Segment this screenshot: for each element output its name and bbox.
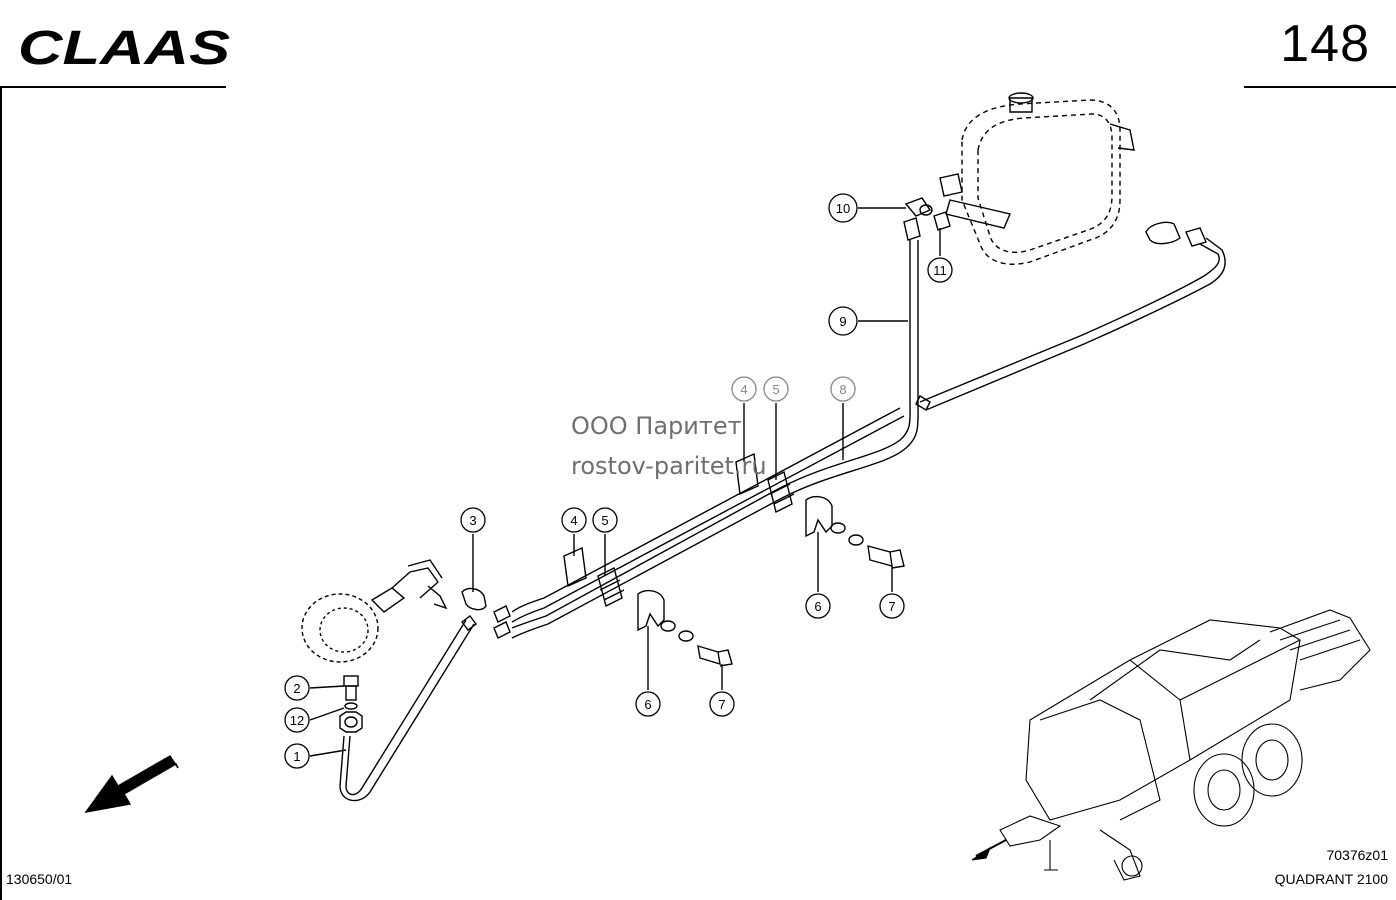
callout-label: 9: [839, 314, 846, 329]
callout-label: 7: [718, 697, 725, 712]
callout-label: 4: [740, 382, 747, 397]
left-border: [0, 86, 2, 900]
callout-circle-5-lower: [592, 507, 618, 533]
fitting-11: [933, 211, 951, 231]
callout-circle-3: [460, 507, 486, 533]
figure-code: 70376z01: [1326, 847, 1388, 863]
callout-circle-4-lower: [561, 507, 587, 533]
header-rule-left: [0, 86, 226, 88]
callout-circle-8: [830, 376, 856, 402]
callout-circle-7-upper: [879, 593, 905, 619]
oil-reservoir: [939, 92, 1135, 265]
fitting-elbow-3: [461, 587, 511, 639]
callout-label: 2: [293, 681, 300, 696]
header-rule-right: [1244, 86, 1396, 88]
fitting-right-end: [1145, 221, 1207, 247]
fitting-10: [903, 197, 933, 241]
baler-overview-sketch: [971, 609, 1371, 881]
callout-circle-2: [284, 675, 310, 701]
nut-1: [339, 711, 363, 733]
document-code: 130650/01: [6, 871, 73, 887]
callout-circle-11: [927, 257, 953, 283]
page-number: 148: [1280, 15, 1370, 73]
callout-circle-4-upper: [731, 376, 757, 402]
watermark-company: ООО Паритет: [571, 412, 742, 440]
callout-circle-10: [828, 193, 858, 223]
callout-circle-12: [284, 707, 310, 733]
callout-label: 1: [293, 749, 300, 764]
claas-logo-text: CLAAS: [18, 22, 230, 72]
callout-circle-6-upper: [805, 593, 831, 619]
pressure-gauge: [301, 559, 448, 663]
callout-label: 5: [772, 382, 779, 397]
direction-arrow-icon: [84, 755, 179, 813]
seal-ring-12: [344, 702, 358, 710]
callout-label: 8: [839, 382, 846, 397]
callout-label: 3: [469, 513, 476, 528]
callout-label: 4: [570, 513, 577, 528]
pipe-1: [339, 615, 477, 802]
callout-label: 7: [888, 599, 895, 614]
callout-circle-9: [828, 306, 858, 336]
callout-circles: [284, 193, 953, 769]
callout-circle-7-lower: [709, 691, 735, 717]
leader-lines: [309, 207, 941, 757]
callout-label: 10: [836, 201, 850, 216]
callout-label: 6: [814, 599, 821, 614]
watermark-url: rostov-paritet.ru: [571, 452, 767, 480]
callout-label: 12: [290, 713, 304, 728]
callout-label: 6: [644, 697, 651, 712]
claas-logo: CLAAS: [18, 22, 230, 72]
callout-circle-6-lower: [635, 691, 661, 717]
clamp-assembly-lower: [563, 546, 733, 667]
callout-label: 11: [933, 263, 947, 278]
model-name: QUADRANT 2100: [1274, 871, 1388, 887]
callout-circle-1: [284, 743, 310, 769]
twin-pipes: [511, 237, 1226, 639]
callout-label: 5: [601, 513, 608, 528]
callout-labels: 1 2 12 3 4 5 6 7 4 5 8 6 7 9 10 11: [290, 201, 947, 764]
callout-circle-5-upper: [763, 376, 789, 402]
fitting-2: [343, 675, 359, 701]
